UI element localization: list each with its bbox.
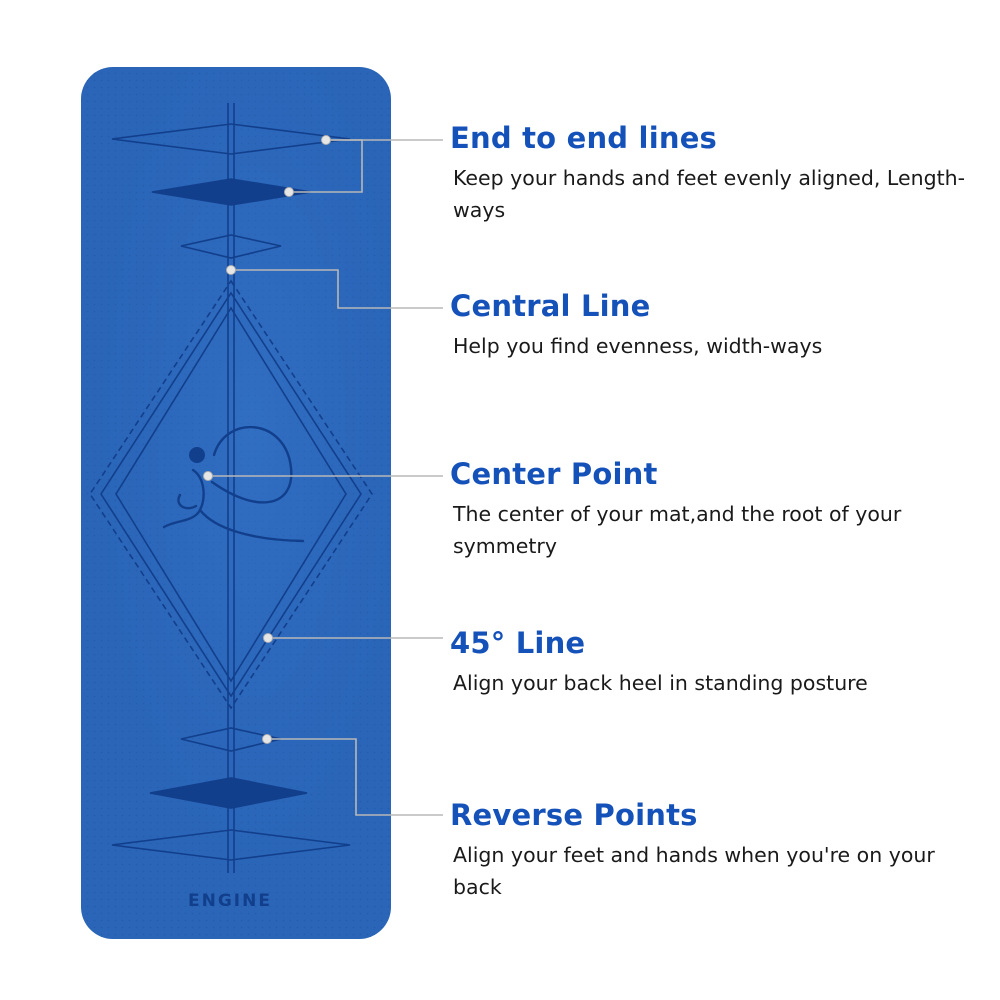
feature-central-line: Central Line Help you find evenness, wid… bbox=[450, 288, 990, 362]
feature-title: 45° Line bbox=[450, 626, 586, 660]
feature-end-to-end-lines: End to end lines Keep your hands and fee… bbox=[450, 120, 990, 226]
alignment-lines bbox=[89, 103, 373, 873]
outer-45-diamond bbox=[89, 279, 373, 710]
callout-dots bbox=[203, 135, 331, 744]
feature-description: Align your feet and hands when you're on… bbox=[453, 843, 935, 899]
feature-description: Help you find evenness, width-ways bbox=[453, 334, 823, 358]
feature-description: The center of your mat,and the root of y… bbox=[453, 502, 902, 558]
bottom-end-line-diamond bbox=[111, 829, 351, 861]
feature-title: End to end lines bbox=[450, 121, 718, 155]
feature-title: Central Line bbox=[450, 289, 651, 323]
mat-shine bbox=[81, 67, 391, 939]
middle-45-diamond bbox=[100, 291, 362, 698]
callout-reverse-points bbox=[267, 738, 443, 816]
meditation-figure-icon bbox=[162, 425, 305, 543]
mat-brand-text: ENGINE bbox=[188, 891, 272, 911]
callout-lines bbox=[208, 139, 443, 816]
callout-central-line bbox=[231, 269, 443, 309]
top-small-diamond bbox=[180, 234, 282, 259]
feature-description: Keep your hands and feet evenly aligned,… bbox=[453, 166, 966, 222]
feature-reverse-points: Reverse Points Align your feet and hands… bbox=[450, 797, 990, 903]
inner-45-diamond bbox=[115, 306, 347, 683]
feature-title: Reverse Points bbox=[450, 798, 698, 832]
feature-center-point: Center Point The center of your mat,and … bbox=[450, 456, 990, 562]
feature-45-line: 45° Line Align your back heel in standin… bbox=[450, 625, 990, 699]
bottom-filled-diamond bbox=[149, 777, 308, 809]
top-end-line-diamond bbox=[111, 123, 351, 155]
feature-description: Align your back heel in standing posture bbox=[453, 671, 868, 695]
feature-title: Center Point bbox=[450, 457, 658, 491]
callout-end-to-end-bracket bbox=[289, 139, 363, 193]
